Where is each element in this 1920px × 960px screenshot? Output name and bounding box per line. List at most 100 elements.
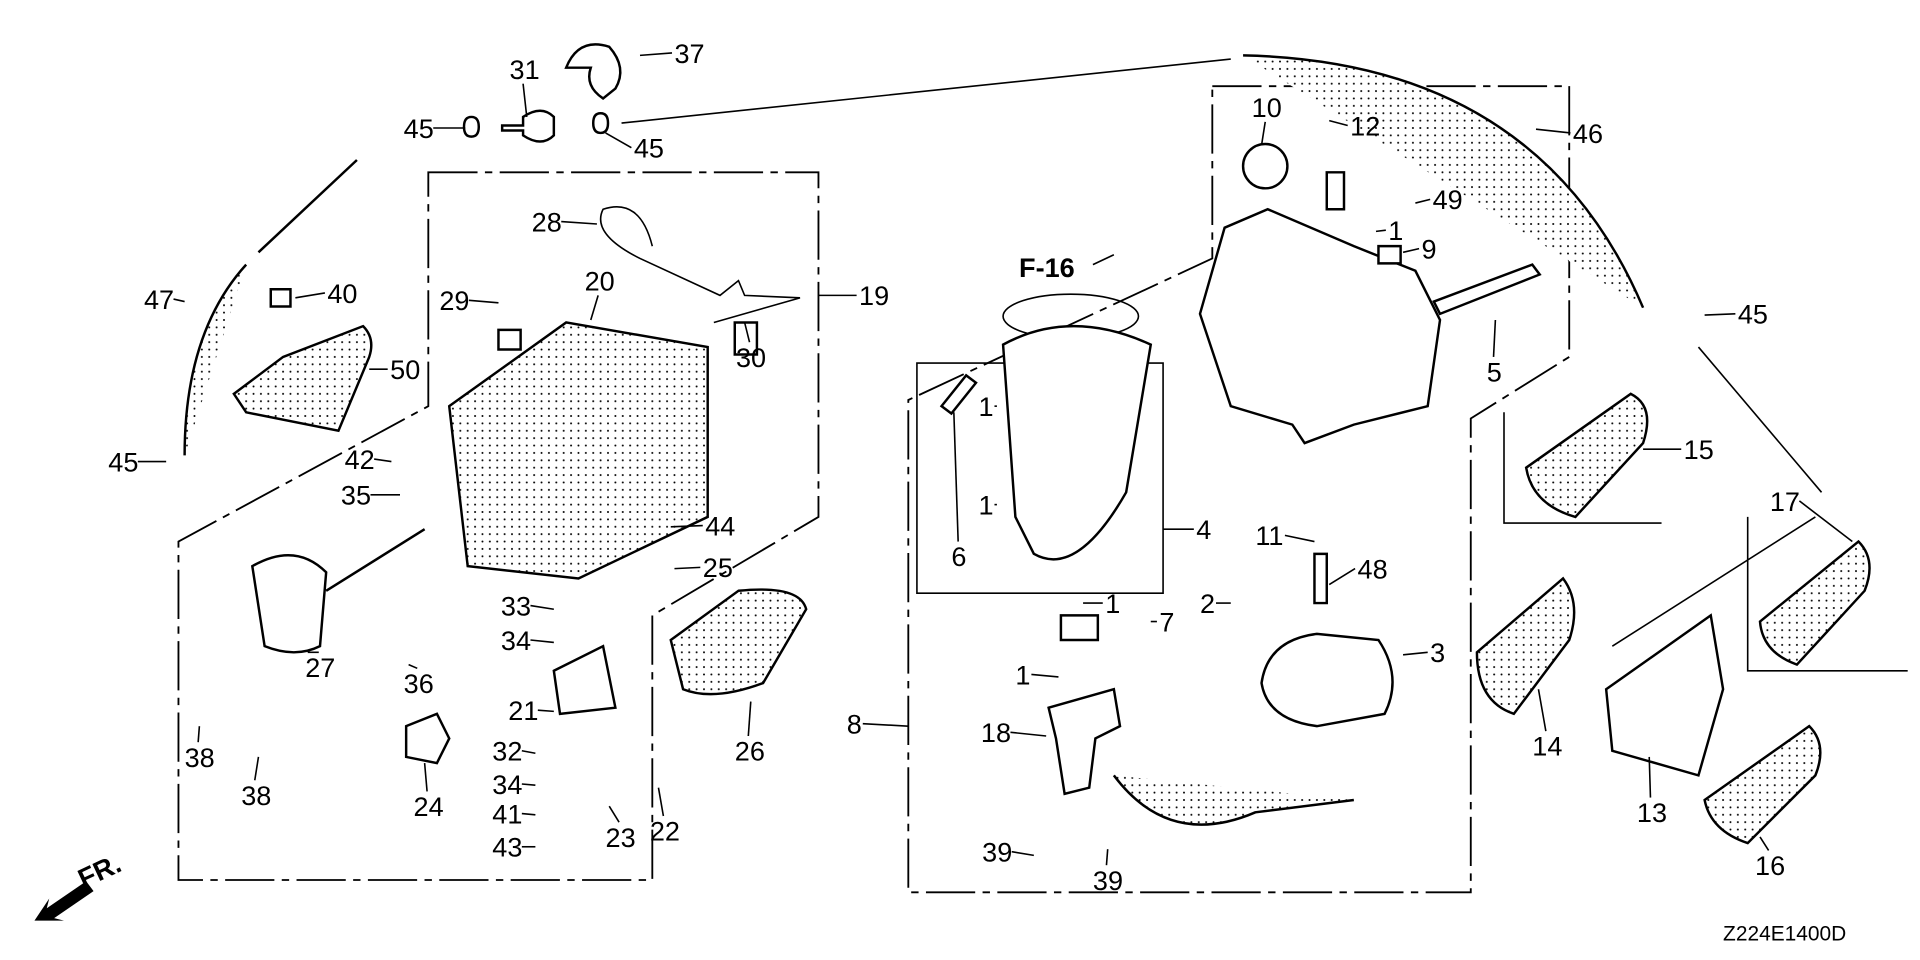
- screw-6: [939, 373, 978, 416]
- part-label-41[interactable]: 41: [492, 798, 522, 829]
- part-label-25[interactable]: 25: [703, 552, 733, 583]
- reference-arrow-icon: [1092, 254, 1115, 266]
- leader-line: [530, 639, 554, 644]
- leader-line: [1704, 313, 1736, 316]
- part-label-16[interactable]: 16: [1755, 850, 1785, 881]
- leader-line: [1328, 567, 1356, 586]
- part-label-40[interactable]: 40: [327, 278, 357, 309]
- leader-line: [670, 524, 703, 528]
- part-label-36[interactable]: 36: [404, 668, 434, 699]
- part-label-23[interactable]: 23: [606, 822, 636, 853]
- leader-line: [1011, 850, 1034, 857]
- part-label-10[interactable]: 10: [1252, 92, 1282, 123]
- part-label-34[interactable]: 34: [501, 625, 531, 656]
- part-label-47[interactable]: 47: [144, 284, 174, 315]
- wire-28: [599, 206, 801, 324]
- part-label-37[interactable]: 37: [674, 38, 704, 69]
- leader-line: [1105, 849, 1109, 866]
- leader-line: [674, 566, 701, 570]
- part-label-48[interactable]: 48: [1358, 553, 1388, 584]
- part-label-17[interactable]: 17: [1770, 486, 1800, 517]
- part-label-44[interactable]: 44: [705, 510, 735, 541]
- reference-f16[interactable]: F-16: [1019, 252, 1075, 283]
- float-3: [1260, 632, 1394, 728]
- leader-line: [521, 749, 536, 755]
- bracket-20: [447, 321, 709, 580]
- part-label-24[interactable]: 24: [414, 791, 444, 822]
- part-label-5[interactable]: 5: [1487, 357, 1502, 388]
- part-label-3[interactable]: 3: [1430, 637, 1445, 668]
- part-label-1[interactable]: 1: [978, 489, 993, 520]
- part-label-34[interactable]: 34: [492, 769, 522, 800]
- part-label-38[interactable]: 38: [241, 780, 271, 811]
- stay-21: [552, 644, 617, 716]
- part-label-19[interactable]: 19: [859, 280, 889, 311]
- part-label-45[interactable]: 45: [108, 446, 138, 477]
- insulator-13: [1604, 613, 1725, 777]
- grommet-30: [733, 321, 759, 356]
- leader-line: [1284, 534, 1315, 543]
- part-label-15[interactable]: 15: [1684, 434, 1714, 465]
- part-label-1[interactable]: 1: [978, 391, 993, 422]
- part-label-31[interactable]: 31: [510, 54, 540, 85]
- part-label-32[interactable]: 32: [492, 736, 522, 767]
- gasket-15: [1524, 392, 1649, 519]
- part-label-1[interactable]: 1: [1105, 588, 1120, 619]
- part-label-8[interactable]: 8: [847, 709, 862, 740]
- carburetor-body: [1198, 207, 1442, 445]
- part-label-45[interactable]: 45: [404, 113, 434, 144]
- clip-45b: [591, 111, 610, 135]
- clip-45a: [462, 115, 481, 138]
- part-label-18[interactable]: 18: [981, 717, 1011, 748]
- part-label-11[interactable]: 11: [1255, 520, 1283, 551]
- part-label-22[interactable]: 22: [650, 816, 680, 847]
- part-label-35[interactable]: 35: [341, 480, 371, 511]
- part-label-45[interactable]: 45: [634, 133, 664, 164]
- part-label-39[interactable]: 39: [1093, 865, 1123, 896]
- part-label-4[interactable]: 4: [1196, 514, 1211, 545]
- parts-artwork: [34, 43, 1871, 921]
- part-label-2[interactable]: 2: [1200, 588, 1215, 619]
- part-label-13[interactable]: 13: [1637, 797, 1667, 828]
- float-bowl-4: [1001, 325, 1153, 561]
- part-label-28[interactable]: 28: [532, 206, 562, 237]
- part-label-1[interactable]: 1: [1388, 215, 1403, 246]
- leader-line: [1260, 121, 1267, 146]
- part-label-50[interactable]: 50: [390, 354, 420, 385]
- part-label-46[interactable]: 46: [1573, 118, 1603, 149]
- fuel-tube-47: [183, 159, 358, 456]
- gasket-17: [1758, 539, 1871, 667]
- part-label-33[interactable]: 33: [501, 590, 531, 621]
- part-label-29[interactable]: 29: [439, 285, 469, 316]
- leader-line: [862, 722, 909, 727]
- part-label-27[interactable]: 27: [305, 652, 335, 683]
- part-label-6[interactable]: 6: [951, 541, 966, 572]
- part-label-45[interactable]: 45: [1738, 299, 1768, 330]
- part-label-38[interactable]: 38: [185, 742, 215, 773]
- leader-line: [423, 763, 428, 792]
- grommet-40: [269, 288, 292, 308]
- gasket-16: [1703, 724, 1822, 845]
- leader-line: [408, 663, 418, 670]
- part-label-21[interactable]: 21: [508, 695, 538, 726]
- fr-arrow-icon: [34, 881, 94, 921]
- leader-line: [953, 412, 959, 542]
- leader-line: [374, 458, 392, 463]
- leader-line: [747, 701, 752, 737]
- part-label-26[interactable]: 26: [735, 736, 765, 767]
- wire-harness: [1112, 774, 1354, 826]
- part-label-7[interactable]: 7: [1159, 606, 1174, 637]
- part-label-39[interactable]: 39: [982, 837, 1012, 868]
- part-label-20[interactable]: 20: [585, 265, 615, 296]
- leader-lines: [137, 52, 1853, 866]
- part-label-30[interactable]: 30: [736, 342, 766, 373]
- part-label-43[interactable]: 43: [492, 832, 522, 863]
- part-label-9[interactable]: 9: [1422, 233, 1437, 264]
- part-label-42[interactable]: 42: [345, 444, 375, 475]
- leader-line: [1798, 500, 1853, 543]
- part-label-12[interactable]: 12: [1350, 110, 1380, 141]
- part-label-49[interactable]: 49: [1433, 184, 1463, 215]
- part-label-14[interactable]: 14: [1532, 731, 1562, 762]
- leader-line: [1031, 673, 1059, 678]
- part-label-1[interactable]: 1: [1015, 659, 1030, 690]
